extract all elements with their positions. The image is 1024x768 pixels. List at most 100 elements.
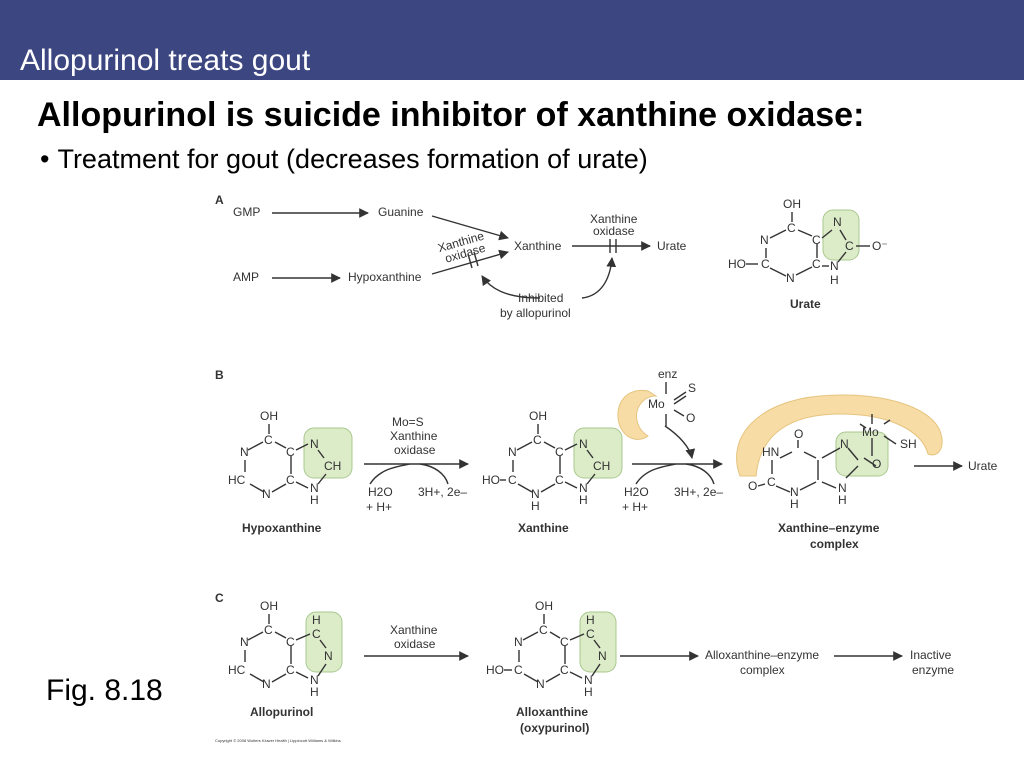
arrow-guanine-xanthine (431, 215, 509, 241)
svg-text:HC: HC (228, 473, 246, 487)
svg-text:H: H (310, 493, 319, 507)
label-urate-b: Urate (968, 459, 998, 473)
highlight-hypoxanthine (303, 427, 353, 479)
svg-text:N: N (579, 437, 588, 451)
svg-text:S: S (688, 381, 696, 395)
svg-text:N: N (760, 233, 769, 247)
svg-text:C: C (286, 635, 295, 649)
highlight-alloxanthine (579, 611, 617, 673)
label-electrons-1: 3H+, 2e– (418, 485, 467, 499)
svg-text:C: C (312, 627, 321, 641)
label-xo-c-2: oxidase (394, 637, 436, 651)
svg-text:enz: enz (658, 367, 677, 381)
alloxanthine-structure: OH C N C HO N C C H C N N H (486, 599, 607, 699)
hypoxanthine-structure: OH C N HC N C C N CH N H (228, 409, 341, 507)
label-mo-s: Mo=S (392, 415, 424, 429)
curve-water-1 (369, 463, 411, 485)
svg-text:H: H (586, 613, 595, 627)
svg-text:SH: SH (900, 437, 917, 451)
xanthine-enzyme-complex-structure: O HN C O N H N O N H Mo SH (748, 414, 917, 511)
svg-text:O⁻: O⁻ (872, 239, 888, 253)
svg-text:N: N (508, 445, 517, 459)
label-inactive-2: enzyme (912, 663, 954, 677)
inhibition-curve-right (581, 257, 617, 299)
label-water-2: H2O (624, 485, 649, 499)
svg-text:N: N (790, 485, 799, 499)
panel-label-c: C (215, 591, 224, 605)
svg-text:N: N (833, 215, 842, 229)
mo-enzyme-free: enz Mo S O (648, 367, 696, 426)
svg-text:H: H (312, 613, 321, 627)
highlight-urate (822, 209, 860, 261)
xanthine-structure: OH C N C HO N H C C N CH N H (482, 409, 610, 513)
svg-text:N: N (598, 649, 607, 663)
svg-text:OH: OH (260, 409, 278, 423)
svg-text:N: N (536, 677, 545, 691)
label-proton-1: + H+ (366, 500, 392, 514)
label-inhibited-2: by allopurinol (500, 306, 571, 320)
svg-text:C: C (555, 445, 564, 459)
label-proton-2: + H+ (622, 500, 648, 514)
svg-text:H: H (310, 685, 319, 699)
label-xo-right-2: oxidase (593, 224, 635, 238)
inhibition-bar-left-2 (473, 251, 479, 267)
svg-text:OH: OH (535, 599, 553, 613)
label-urate-a: Urate (657, 239, 687, 253)
label-xanthine-a: Xanthine (514, 239, 562, 253)
caption-xanthine-b: Xanthine (518, 521, 569, 535)
svg-text:C: C (560, 635, 569, 649)
svg-text:O: O (872, 457, 881, 471)
caption-urate: Urate (790, 297, 821, 311)
urate-structure: OH C N C HO N C C N C O⁻ N H (728, 197, 888, 287)
label-amp: AMP (233, 270, 259, 284)
panel-label-a: A (215, 193, 224, 207)
svg-text:N: N (786, 271, 795, 285)
svg-text:N: N (584, 673, 593, 687)
figure-label: Fig. 8.18 (46, 674, 163, 707)
svg-text:C: C (539, 623, 548, 637)
svg-text:HO: HO (728, 257, 746, 271)
curve-water-2 (635, 463, 677, 485)
svg-text:OH: OH (783, 197, 801, 211)
svg-text:O: O (794, 427, 803, 441)
svg-text:C: C (586, 627, 595, 641)
caption-alloxanthine-2: (oxypurinol) (520, 721, 589, 735)
enzyme-shape-complex (736, 394, 943, 477)
svg-text:H: H (790, 497, 799, 511)
inhibition-bar-left (467, 253, 473, 269)
svg-text:C: C (264, 623, 273, 637)
svg-text:Mo: Mo (862, 425, 879, 439)
curve-electrons-1 (419, 463, 449, 485)
title-bar (0, 0, 1024, 80)
svg-text:N: N (838, 481, 847, 495)
inhibition-curve (481, 275, 541, 299)
label-xo-b-1: Xanthine (390, 429, 438, 443)
svg-text:H: H (584, 685, 593, 699)
bullet-text: Treatment for gout (decreases formation … (57, 144, 648, 174)
label-guanine: Guanine (378, 205, 424, 219)
svg-text:C: C (286, 663, 295, 677)
bullet-marker: • (40, 144, 50, 174)
curve-enzyme-approach (664, 425, 696, 459)
highlight-xanthine-b (573, 427, 623, 479)
label-gmp: GMP (233, 205, 260, 219)
label-allo-complex-2: complex (740, 663, 785, 677)
label-water-1: H2O (368, 485, 393, 499)
highlight-allopurinol (305, 611, 343, 673)
svg-text:C: C (286, 445, 295, 459)
label-xo-right-1: Xanthine (590, 212, 638, 226)
svg-text:H: H (531, 499, 540, 513)
caption-complex-1: Xanthine–enzyme (778, 521, 880, 535)
slide-title: Allopurinol treats gout (20, 44, 311, 77)
label-inactive-1: Inactive (910, 648, 952, 662)
svg-text:H: H (579, 493, 588, 507)
svg-text:C: C (787, 221, 796, 235)
svg-text:N: N (310, 437, 319, 451)
svg-text:HO: HO (486, 663, 504, 677)
svg-text:N: N (514, 635, 523, 649)
svg-text:Mo: Mo (648, 397, 665, 411)
svg-text:N: N (262, 487, 271, 501)
svg-text:N: N (531, 487, 540, 501)
enzyme-shape-free (617, 389, 658, 440)
svg-text:N: N (579, 481, 588, 495)
